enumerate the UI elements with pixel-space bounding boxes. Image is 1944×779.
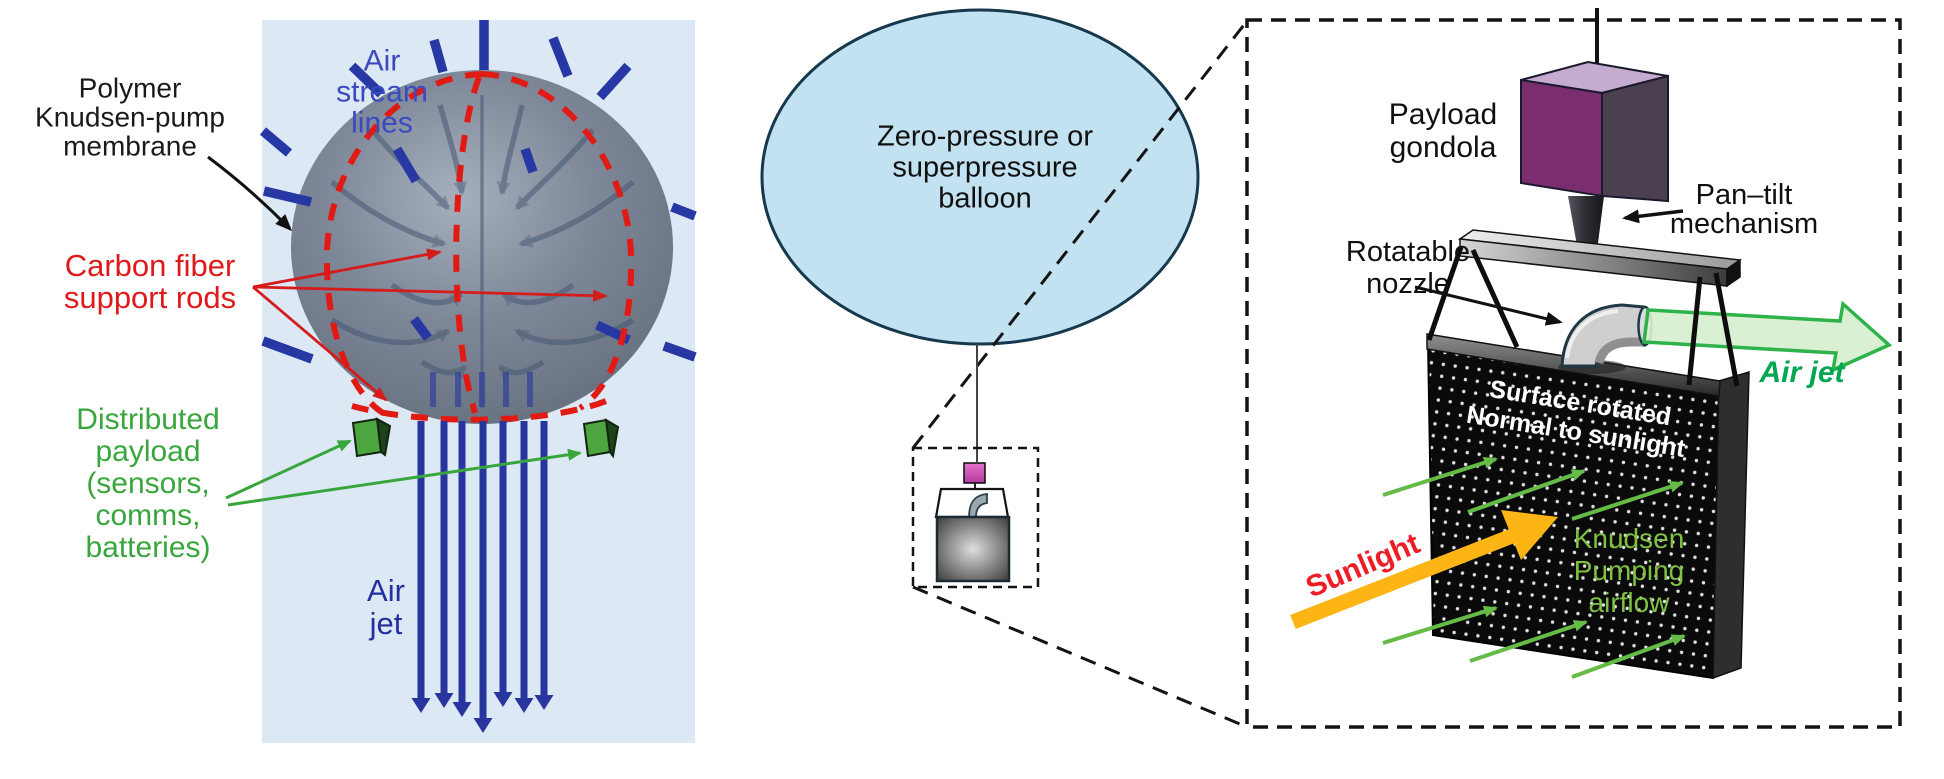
payload-box-right xyxy=(582,418,620,459)
payload-label-line: Distributed xyxy=(76,403,220,436)
knudsen-panel xyxy=(1426,333,1750,680)
support-rods-label-line: support rods xyxy=(63,280,237,315)
membrane-dashed-outline xyxy=(323,71,635,423)
nozzle-pointer-arrow xyxy=(1414,285,1563,326)
knudsen-airflow-label-line: Pumping xyxy=(1573,555,1685,586)
knudsen-panel-side xyxy=(1712,370,1750,680)
support-rods xyxy=(259,20,697,364)
payload-label: Distributed payload (sensors, comms, bat… xyxy=(76,404,219,564)
knudsen-airflow-label-line: airflow xyxy=(1588,587,1670,618)
support-rods-label: Carbon fiber support rods xyxy=(64,250,236,314)
rotatable-nozzle-label-line: nozzle xyxy=(1366,268,1450,300)
pan-tilt-label: Pan–tilt mechanism xyxy=(1670,181,1818,239)
frame-legs xyxy=(1426,246,1740,387)
payload-label-line: payload xyxy=(95,435,201,468)
membrane-label-line: Knudsen-pump xyxy=(35,101,225,133)
payload-gondola-label-line: Payload xyxy=(1388,98,1498,131)
payload-gondola-label: Payload gondola xyxy=(1389,98,1497,164)
air-jet-label-line: jet xyxy=(369,606,403,641)
pan-tilt-cone xyxy=(1568,196,1604,251)
payload-gondola-box xyxy=(1520,60,1669,203)
mini-membrane-panel xyxy=(935,515,1011,583)
jet-source-stubs xyxy=(430,372,533,407)
payload-gondola-label-line: gondola xyxy=(1389,131,1497,164)
balloon-figure xyxy=(760,8,1249,729)
payload-box-left xyxy=(351,417,392,458)
air-jet-label-line: Air xyxy=(367,573,405,608)
mini-gondola-cube xyxy=(963,462,986,484)
balloon-label: Zero-pressure or superpressure balloon xyxy=(877,120,1093,215)
sunlight-arrow xyxy=(1290,510,1558,629)
knudsen-airflow-label-line: Knudsen xyxy=(1573,523,1685,554)
pan-tilt-label-line: mechanism xyxy=(1669,208,1819,240)
rotatable-nozzle xyxy=(1558,303,1653,374)
pumping-airflow-arrows xyxy=(1382,456,1686,679)
pan-tilt-pointer-arrow xyxy=(1622,209,1684,224)
air-jet-arrows xyxy=(411,421,554,733)
air-jet-block-arrow xyxy=(1642,300,1893,373)
balloon xyxy=(760,8,1200,346)
rotatable-nozzle-label: Rotatable nozzle xyxy=(1346,236,1470,300)
balloon-label-line: Zero-pressure or xyxy=(877,120,1093,153)
payload-label-line: comms, xyxy=(95,499,201,532)
detail-inset-figure xyxy=(1245,8,1902,729)
air-jet-label-right: Air jet xyxy=(1759,356,1845,390)
support-rods-label-line: Carbon fiber xyxy=(64,248,236,283)
zoom-callout-box xyxy=(911,446,1040,589)
air-jet-label-left: Air jet xyxy=(367,574,405,640)
knudsen-airflow-label: Knudsen Pumping airflow xyxy=(1574,523,1685,619)
membrane-sphere-figure xyxy=(207,20,697,743)
rotatable-nozzle-label-line: Rotatable xyxy=(1345,236,1471,268)
support-rods-pointer-arrows xyxy=(252,248,608,402)
air-stream-label-line: Air xyxy=(363,44,401,78)
air-stream-label: Air stream lines xyxy=(336,46,428,139)
membrane-pointer-arrow xyxy=(207,155,293,232)
balloon-label-line: balloon xyxy=(938,182,1032,215)
membrane-label: Polymer Knudsen-pump membrane xyxy=(35,74,225,161)
pan-tilt-label-line: Pan–tilt xyxy=(1695,179,1793,211)
mini-nozzle xyxy=(968,493,988,518)
air-stream-label-line: stream xyxy=(336,75,428,109)
payload-label-line: (sensors, xyxy=(86,467,210,500)
zoom-callout-lines xyxy=(911,20,1249,729)
inset-border xyxy=(1245,18,1902,729)
payload-label-line: batteries) xyxy=(85,531,211,564)
membrane-label-line: Polymer xyxy=(78,72,182,104)
membrane-label-line: membrane xyxy=(63,130,197,162)
balloon-label-line: superpressure xyxy=(892,151,1078,184)
air-stream-label-line: lines xyxy=(351,106,413,140)
payload-pointer-arrows xyxy=(225,439,582,507)
